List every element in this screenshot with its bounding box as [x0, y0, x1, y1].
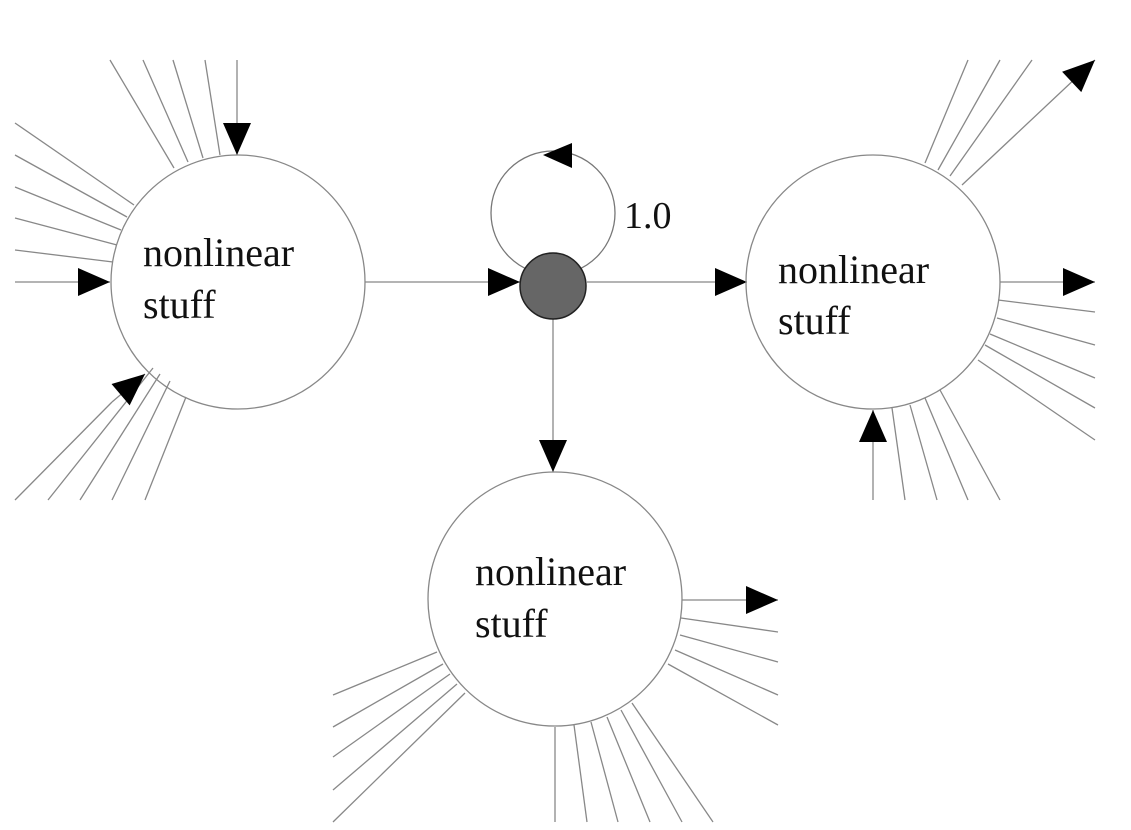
fan-line: [937, 59, 1001, 171]
fan-line: [332, 663, 444, 728]
fan-line: [924, 59, 969, 164]
fan-line: [667, 663, 779, 726]
fan-line: [631, 702, 714, 823]
fan-line: [14, 122, 135, 206]
arrowhead-icon: [111, 374, 145, 406]
fan-line: [997, 299, 1096, 313]
node-left: nonlinear stuff: [110, 154, 366, 410]
node-right-label-line1: nonlinear: [778, 247, 929, 292]
fan-line: [14, 186, 122, 231]
arrowhead-icon: [715, 268, 747, 296]
fan-line: [79, 373, 161, 501]
fan-line: [332, 651, 438, 696]
fan-line: [590, 721, 619, 823]
arrowhead-icon: [78, 268, 110, 296]
node-bottom: nonlinear stuff: [427, 471, 683, 727]
arrowhead-icon: [488, 268, 520, 296]
fan-line: [924, 397, 969, 501]
fan-line: [14, 249, 114, 263]
node-bottom-label-line2: stuff: [475, 601, 548, 646]
arrowhead-icon: [746, 586, 778, 614]
fan-line: [144, 396, 187, 501]
fan-line: [204, 59, 221, 156]
arrowhead-icon: [1062, 60, 1095, 93]
fan-line: [949, 59, 1033, 177]
fan-line: [891, 407, 906, 501]
arrowhead-icon: [223, 123, 251, 155]
hub-node: [519, 252, 587, 320]
fan-line: [939, 389, 1001, 501]
fan-line: [172, 59, 204, 159]
fan-line: [14, 154, 128, 218]
self-loop-arrowhead-icon: [543, 143, 572, 168]
fan-line: [989, 333, 1096, 379]
fan-line: [573, 724, 588, 823]
node-left-label-line2: stuff: [143, 282, 216, 327]
fan-line: [984, 344, 1096, 409]
fan-line: [674, 649, 779, 696]
fan-line: [606, 716, 651, 823]
node-right-label-line2: stuff: [778, 298, 851, 343]
fan-line: [142, 59, 189, 163]
fan-line: [332, 673, 451, 758]
fan-line: [977, 359, 1096, 441]
fan-line: [109, 59, 175, 169]
arrowhead-icon: [539, 440, 567, 472]
fan-line: [679, 634, 779, 663]
fan-line: [14, 217, 118, 246]
arrows: [78, 60, 1095, 614]
arrowhead-icon: [859, 410, 887, 442]
fan-line: [111, 380, 171, 501]
node-bottom-label-line1: nonlinear: [475, 549, 626, 594]
fan-line: [14, 401, 113, 501]
self-loop-weight: 1.0: [624, 195, 672, 237]
arrowhead-icon: [1063, 268, 1095, 296]
fan-line: [332, 692, 466, 823]
node-left-label-line1: nonlinear: [143, 230, 294, 275]
fan-line: [680, 617, 779, 633]
fan-line: [332, 683, 458, 791]
fan-lines: [14, 59, 1096, 823]
fan-line: [996, 317, 1096, 346]
fan-line: [620, 709, 683, 823]
node-right: nonlinear stuff: [745, 154, 1001, 410]
fan-line: [909, 404, 938, 501]
